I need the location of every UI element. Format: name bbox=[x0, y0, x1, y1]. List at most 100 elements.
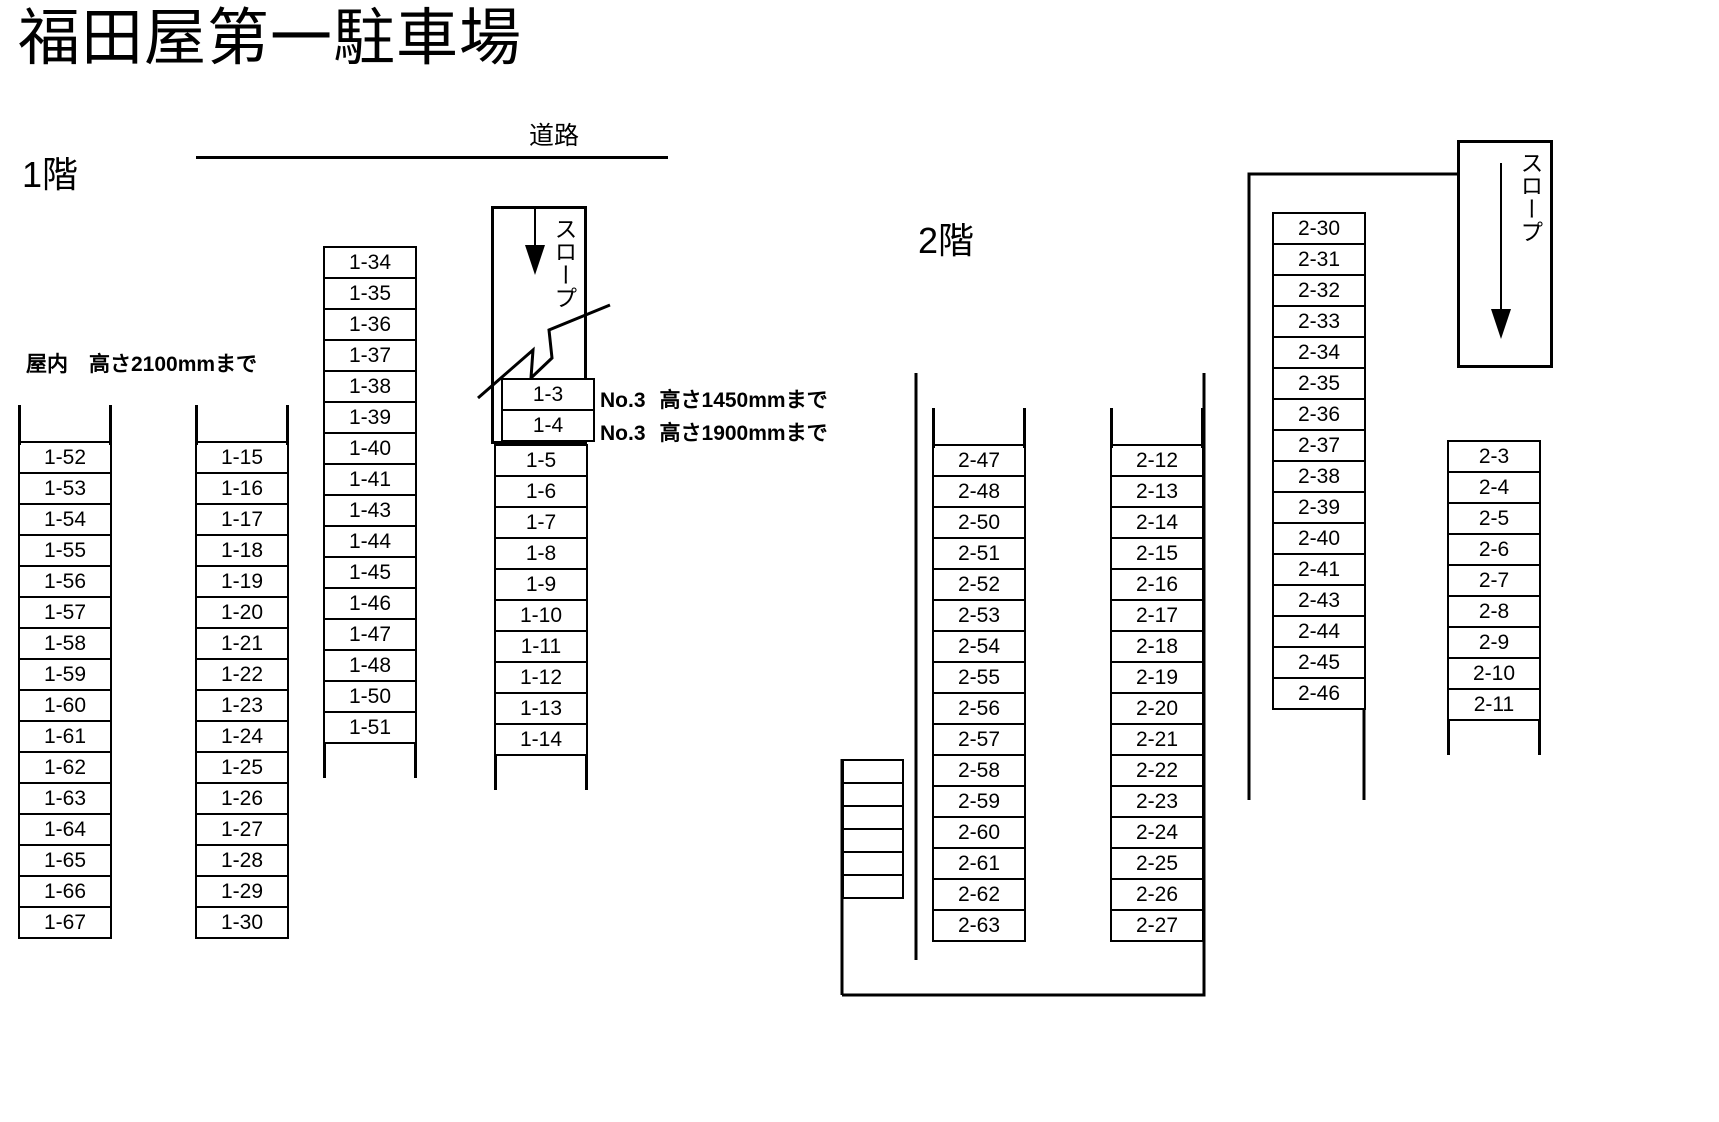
parking-slot[interactable]: 2-52 bbox=[932, 568, 1026, 601]
parking-slot[interactable]: 1-59 bbox=[18, 658, 112, 691]
parking-slot[interactable]: 1-38 bbox=[323, 370, 417, 403]
parking-slot[interactable]: 2-63 bbox=[932, 909, 1026, 942]
parking-slot[interactable]: 1-6 bbox=[494, 475, 588, 508]
parking-slot[interactable]: 2-61 bbox=[932, 847, 1026, 880]
parking-slot[interactable]: 1-64 bbox=[18, 813, 112, 846]
parking-slot[interactable]: 1-25 bbox=[195, 751, 289, 784]
parking-slot[interactable]: 1-30 bbox=[195, 906, 289, 939]
parking-slot[interactable]: 2-6 bbox=[1447, 533, 1541, 566]
parking-slot[interactable]: 1-57 bbox=[18, 596, 112, 629]
parking-slot[interactable]: 2-41 bbox=[1272, 553, 1366, 586]
parking-slot[interactable]: 2-56 bbox=[932, 692, 1026, 725]
parking-slot[interactable]: 1-53 bbox=[18, 472, 112, 505]
parking-slot[interactable]: 2-12 bbox=[1110, 444, 1204, 477]
parking-slot[interactable]: 2-14 bbox=[1110, 506, 1204, 539]
parking-slot[interactable]: 1-4 bbox=[501, 409, 595, 442]
parking-slot[interactable]: 1-29 bbox=[195, 875, 289, 908]
parking-slot[interactable]: 1-12 bbox=[494, 661, 588, 694]
parking-slot[interactable]: 2-46 bbox=[1272, 677, 1366, 710]
parking-slot[interactable]: 2-50 bbox=[932, 506, 1026, 539]
parking-slot[interactable]: 1-22 bbox=[195, 658, 289, 691]
parking-slot[interactable]: 1-54 bbox=[18, 503, 112, 536]
parking-slot[interactable]: 2-24 bbox=[1110, 816, 1204, 849]
parking-slot[interactable]: 1-16 bbox=[195, 472, 289, 505]
parking-slot[interactable]: 2-25 bbox=[1110, 847, 1204, 880]
parking-slot[interactable]: 1-35 bbox=[323, 277, 417, 310]
parking-slot[interactable]: 1-61 bbox=[18, 720, 112, 753]
parking-slot[interactable]: 1-28 bbox=[195, 844, 289, 877]
parking-slot[interactable]: 2-31 bbox=[1272, 243, 1366, 276]
parking-slot[interactable]: 2-34 bbox=[1272, 336, 1366, 369]
parking-slot[interactable]: 2-22 bbox=[1110, 754, 1204, 787]
parking-slot[interactable]: 2-43 bbox=[1272, 584, 1366, 617]
parking-slot[interactable]: 2-9 bbox=[1447, 626, 1541, 659]
parking-slot[interactable]: 1-41 bbox=[323, 463, 417, 496]
parking-slot[interactable]: 2-23 bbox=[1110, 785, 1204, 818]
parking-slot[interactable]: 1-40 bbox=[323, 432, 417, 465]
parking-slot[interactable]: 1-36 bbox=[323, 308, 417, 341]
parking-slot[interactable]: 1-58 bbox=[18, 627, 112, 660]
parking-slot[interactable]: 2-39 bbox=[1272, 491, 1366, 524]
parking-slot[interactable]: 2-8 bbox=[1447, 595, 1541, 628]
parking-slot[interactable]: 2-62 bbox=[932, 878, 1026, 911]
parking-slot[interactable]: 1-55 bbox=[18, 534, 112, 567]
parking-slot[interactable]: 2-54 bbox=[932, 630, 1026, 663]
parking-slot[interactable]: 1-43 bbox=[323, 494, 417, 527]
parking-slot[interactable]: 2-58 bbox=[932, 754, 1026, 787]
parking-slot[interactable]: 2-13 bbox=[1110, 475, 1204, 508]
parking-slot[interactable]: 1-18 bbox=[195, 534, 289, 567]
parking-slot[interactable]: 1-62 bbox=[18, 751, 112, 784]
parking-slot[interactable]: 2-3 bbox=[1447, 440, 1541, 473]
parking-slot[interactable]: 2-37 bbox=[1272, 429, 1366, 462]
parking-slot[interactable]: 2-38 bbox=[1272, 460, 1366, 493]
parking-slot[interactable]: 2-40 bbox=[1272, 522, 1366, 555]
parking-slot[interactable]: 2-32 bbox=[1272, 274, 1366, 307]
parking-slot[interactable]: 2-17 bbox=[1110, 599, 1204, 632]
parking-slot[interactable]: 1-3 bbox=[501, 378, 595, 411]
parking-slot[interactable]: 1-46 bbox=[323, 587, 417, 620]
parking-slot[interactable]: 1-63 bbox=[18, 782, 112, 815]
parking-slot[interactable]: 2-59 bbox=[932, 785, 1026, 818]
parking-slot[interactable]: 2-5 bbox=[1447, 502, 1541, 535]
parking-slot[interactable]: 1-39 bbox=[323, 401, 417, 434]
parking-slot[interactable]: 1-23 bbox=[195, 689, 289, 722]
parking-slot[interactable]: 2-48 bbox=[932, 475, 1026, 508]
parking-slot[interactable]: 2-27 bbox=[1110, 909, 1204, 942]
parking-slot[interactable]: 1-66 bbox=[18, 875, 112, 908]
parking-slot[interactable]: 2-35 bbox=[1272, 367, 1366, 400]
parking-slot[interactable]: 1-52 bbox=[18, 441, 112, 474]
parking-slot[interactable]: 1-37 bbox=[323, 339, 417, 372]
parking-slot[interactable]: 1-44 bbox=[323, 525, 417, 558]
parking-slot[interactable]: 2-15 bbox=[1110, 537, 1204, 570]
parking-slot[interactable]: 1-11 bbox=[494, 630, 588, 663]
parking-slot[interactable]: 1-26 bbox=[195, 782, 289, 815]
parking-slot[interactable]: 1-21 bbox=[195, 627, 289, 660]
parking-slot[interactable]: 2-7 bbox=[1447, 564, 1541, 597]
parking-slot[interactable]: 1-45 bbox=[323, 556, 417, 589]
parking-slot[interactable]: 1-56 bbox=[18, 565, 112, 598]
parking-slot[interactable]: 2-44 bbox=[1272, 615, 1366, 648]
parking-slot[interactable]: 2-30 bbox=[1272, 212, 1366, 245]
parking-slot[interactable]: 2-18 bbox=[1110, 630, 1204, 663]
parking-slot[interactable]: 1-48 bbox=[323, 649, 417, 682]
parking-slot[interactable]: 2-20 bbox=[1110, 692, 1204, 725]
parking-slot[interactable]: 2-10 bbox=[1447, 657, 1541, 690]
parking-slot[interactable]: 2-57 bbox=[932, 723, 1026, 756]
parking-slot[interactable]: 2-60 bbox=[932, 816, 1026, 849]
parking-slot[interactable]: 1-19 bbox=[195, 565, 289, 598]
parking-slot[interactable]: 2-53 bbox=[932, 599, 1026, 632]
parking-slot[interactable]: 1-34 bbox=[323, 246, 417, 279]
parking-slot[interactable]: 2-47 bbox=[932, 444, 1026, 477]
parking-slot[interactable]: 1-7 bbox=[494, 506, 588, 539]
parking-slot[interactable]: 1-65 bbox=[18, 844, 112, 877]
parking-slot[interactable]: 2-16 bbox=[1110, 568, 1204, 601]
parking-slot[interactable]: 1-27 bbox=[195, 813, 289, 846]
parking-slot[interactable]: 1-14 bbox=[494, 723, 588, 756]
parking-slot[interactable]: 1-24 bbox=[195, 720, 289, 753]
parking-slot[interactable]: 2-33 bbox=[1272, 305, 1366, 338]
parking-slot[interactable]: 2-19 bbox=[1110, 661, 1204, 694]
parking-slot[interactable]: 2-11 bbox=[1447, 688, 1541, 721]
parking-slot[interactable]: 1-50 bbox=[323, 680, 417, 713]
parking-slot[interactable]: 1-20 bbox=[195, 596, 289, 629]
parking-slot[interactable]: 2-51 bbox=[932, 537, 1026, 570]
